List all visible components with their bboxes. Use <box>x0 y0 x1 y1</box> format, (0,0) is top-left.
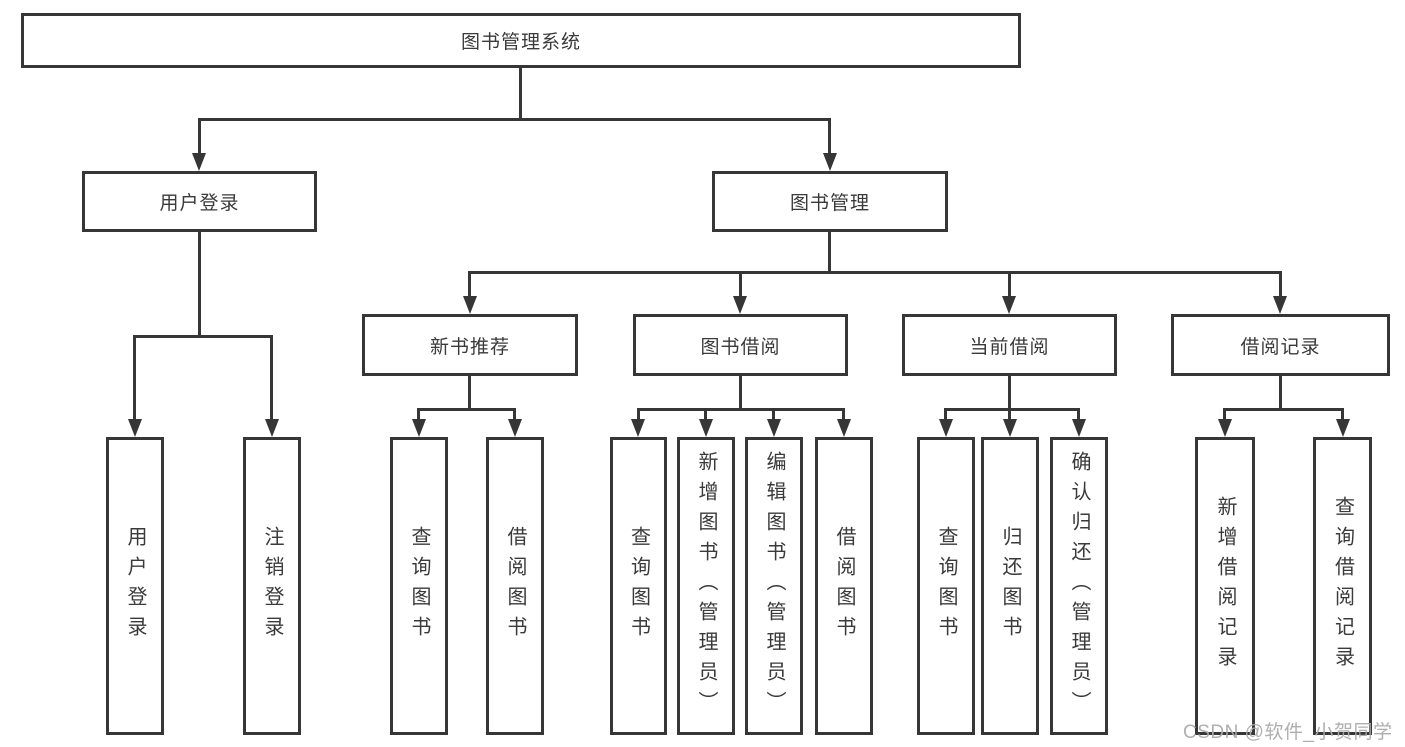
leaf-label: 新增图书（管理员） <box>695 451 717 721</box>
connector-vline <box>704 408 707 423</box>
node-label: 图书借阅 <box>700 336 781 358</box>
leaf-label: 查询借阅记录 <box>1331 496 1354 676</box>
arrow-down-icon <box>1003 419 1017 437</box>
node-label: 用户登录 <box>159 193 240 214</box>
connector-hline <box>198 118 831 121</box>
arrow-down-icon <box>837 419 851 437</box>
connector-vline <box>513 408 516 423</box>
connector-vline <box>1341 408 1344 423</box>
arrow-down-icon <box>939 419 953 437</box>
arrow-down-icon <box>508 419 522 437</box>
connector-hline <box>944 408 1079 411</box>
leaf-newbook-borrow-books: 借阅图书 <box>486 437 544 735</box>
leaf-label: 查询图书 <box>408 526 430 646</box>
leaf-user-login: 用户登录 <box>106 437 164 735</box>
connector-vline <box>1279 373 1282 410</box>
node-label: 图书管理 <box>789 193 870 214</box>
arrow-down-icon <box>1273 296 1287 314</box>
connector-vline <box>828 118 831 158</box>
connector-vline <box>1008 373 1011 410</box>
connector-vline <box>198 230 201 337</box>
arrow-down-icon <box>192 153 206 171</box>
node-user-login: 用户登录 <box>82 171 317 232</box>
leaf-current-confirm-return-admin: 确认归还（管理员） <box>1050 437 1108 735</box>
connector-hline <box>637 408 845 411</box>
connector-vline <box>198 118 201 158</box>
connector-vline <box>842 408 845 423</box>
node-book-management: 图书管理 <box>712 171 948 232</box>
connector-vline <box>637 408 640 423</box>
node-label: 借阅记录 <box>1240 336 1321 358</box>
connector-vline <box>772 408 775 423</box>
connector-vline <box>468 373 471 410</box>
arrow-down-icon <box>733 296 747 314</box>
leaf-borrowing-add-books-admin: 新增图书（管理员） <box>677 437 735 735</box>
node-root-label: 图书管理系统 <box>460 32 581 53</box>
arrow-down-icon <box>412 419 426 437</box>
arrow-down-icon <box>767 419 781 437</box>
leaf-current-return-books: 归还图书 <box>981 437 1039 735</box>
connector-vline <box>739 271 742 299</box>
leaf-label: 确认归还（管理员） <box>1068 451 1090 721</box>
leaf-label: 编辑图书（管理员） <box>763 451 785 721</box>
connector-vline <box>133 335 136 421</box>
leaf-logout: 注销登录 <box>243 437 301 735</box>
node-book-borrowing: 图书借阅 <box>633 314 848 376</box>
connector-vline <box>468 271 471 299</box>
leaf-newbook-query-books: 查询图书 <box>390 437 448 735</box>
connector-vline <box>944 408 947 423</box>
connector-vline <box>270 335 273 421</box>
leaf-label: 用户登录 <box>124 526 146 646</box>
connector-vline <box>519 66 522 120</box>
connector-vline <box>828 230 831 273</box>
arrow-down-icon <box>463 296 477 314</box>
arrow-down-icon <box>265 419 279 437</box>
arrow-down-icon <box>1002 296 1016 314</box>
connector-vline <box>1008 271 1011 299</box>
node-label: 当前借阅 <box>969 336 1050 358</box>
connector-vline <box>1279 271 1282 299</box>
arrow-down-icon <box>1072 419 1086 437</box>
connector-hline <box>468 271 1281 274</box>
arrow-down-icon <box>699 419 713 437</box>
connector-vline <box>1077 408 1080 423</box>
connector-hline <box>133 335 273 338</box>
arrow-down-icon <box>1218 419 1232 437</box>
leaf-borrowing-edit-books-admin: 编辑图书（管理员） <box>745 437 803 735</box>
node-borrowing-records: 借阅记录 <box>1171 314 1390 376</box>
leaf-records-add-record: 新增借阅记录 <box>1195 437 1255 735</box>
connector-vline <box>417 408 420 423</box>
connector-hline <box>417 408 516 411</box>
leaf-label: 归还图书 <box>999 526 1021 646</box>
leaf-records-query-record: 查询借阅记录 <box>1313 437 1372 735</box>
leaf-label: 新增借阅记录 <box>1214 496 1236 676</box>
arrow-down-icon <box>631 419 645 437</box>
leaf-label: 注销登录 <box>261 526 283 646</box>
node-label: 新书推荐 <box>429 336 510 358</box>
connector-hline <box>1223 408 1344 411</box>
leaf-label: 查询图书 <box>935 526 957 646</box>
connector-vline <box>1008 408 1011 423</box>
connector-vline <box>1223 408 1226 423</box>
leaf-current-query-books: 查询图书 <box>917 437 975 735</box>
arrow-down-icon <box>1336 419 1350 437</box>
leaf-label: 借阅图书 <box>504 526 526 646</box>
arrow-down-icon <box>823 153 837 171</box>
node-root: 图书管理系统 <box>21 13 1021 68</box>
leaf-label: 借阅图书 <box>833 526 855 646</box>
arrow-down-icon <box>128 419 142 437</box>
watermark: CSDN @软件_小贺同学 <box>1183 722 1393 743</box>
node-current-borrowing: 当前借阅 <box>902 314 1117 376</box>
leaf-borrowing-query-books: 查询图书 <box>610 437 667 735</box>
node-new-book-recommend: 新书推荐 <box>362 314 578 376</box>
leaf-borrowing-borrow-books: 借阅图书 <box>815 437 873 735</box>
leaf-label: 查询图书 <box>627 526 650 646</box>
connector-vline <box>739 373 742 410</box>
